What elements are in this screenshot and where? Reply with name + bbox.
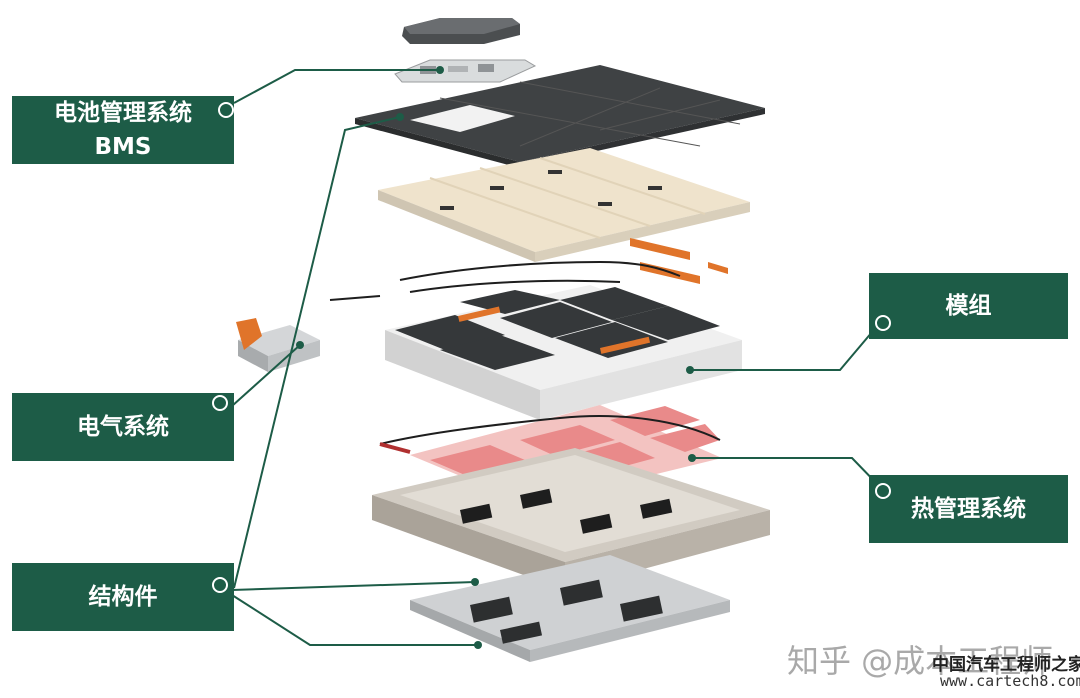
label-structure: 结构件 — [12, 563, 234, 631]
label-bms: 电池管理系统 BMS — [12, 96, 234, 164]
watermark-site-url: www.cartech8.com — [940, 672, 1080, 690]
bottom-plate — [410, 555, 730, 662]
label-thermal-text: 热管理系统 — [911, 496, 1026, 522]
watermark-zhihu: 知乎 @成本工程师 — [787, 642, 1054, 680]
bms-top-cover — [402, 18, 520, 44]
insulation-sheet — [378, 148, 750, 262]
ring-marker-icon — [875, 315, 891, 331]
label-structure-text: 结构件 — [88, 584, 158, 610]
ring-marker-icon — [875, 483, 891, 499]
connector-lines — [231, 69, 883, 646]
battery-modules — [385, 285, 742, 420]
watermark-site-cn: 中国汽车工程师之家 — [932, 655, 1080, 675]
label-bms-line2: BMS — [94, 134, 152, 160]
electrical-box — [236, 318, 320, 372]
tray-structure — [372, 448, 770, 590]
label-electrical: 电气系统 — [12, 393, 234, 461]
ring-marker-icon — [218, 102, 234, 118]
label-module-text: 模组 — [945, 293, 992, 319]
label-thermal: 热管理系统 — [869, 475, 1068, 543]
ring-marker-icon — [212, 395, 228, 411]
copper-busbars — [630, 238, 728, 284]
label-bms-line1: 电池管理系统 — [54, 100, 192, 126]
label-module: 模组 — [869, 273, 1068, 339]
label-electrical-text: 电气系统 — [77, 414, 169, 440]
wiring-harness — [329, 260, 681, 301]
ring-marker-icon — [212, 577, 228, 593]
connector-dots — [296, 66, 696, 649]
